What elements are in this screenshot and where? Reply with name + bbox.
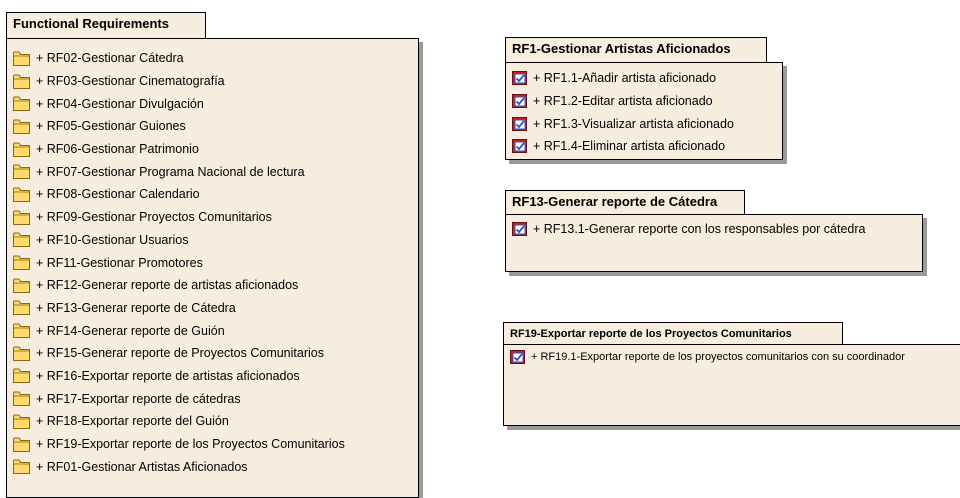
requirement-package-item-label: + RF04-Gestionar Divulgación (36, 96, 204, 111)
requirement-package-item-label: + RF08-Gestionar Calendario (36, 187, 200, 202)
folder-icon (13, 51, 30, 66)
folder-icon (13, 164, 30, 180)
requirement-package-item-label: + RF12-Generar reporte de artistas afici… (36, 278, 299, 293)
requirement-item[interactable]: + RF1.3-Visualizar artista aficionado (512, 112, 782, 135)
requirement-item[interactable]: + RF1.2-Editar artista aficionado (512, 90, 782, 113)
requirement-item-label: + RF1.4-Eliminar artista aficionado (533, 139, 726, 154)
package-item-list: + RF13.1-Generar reporte con los respons… (512, 218, 922, 241)
folder-icon (13, 232, 30, 248)
folder-icon (13, 391, 30, 407)
requirement-package-item-label: + RF19-Exportar reporte de los Proyectos… (36, 437, 345, 452)
folder-icon (13, 187, 30, 202)
folder-icon (13, 278, 30, 293)
folder-icon (13, 437, 30, 452)
rf13-package[interactable]: RF13-Generar reporte de Cátedra + RF13.1… (505, 190, 923, 272)
requirement-package-item[interactable]: + RF16-Exportar reporte de artistas afic… (13, 365, 418, 388)
requirement-package-item-label: + RF03-Gestionar Cinematografía (36, 74, 225, 89)
requirement-item-label: + RF19.1-Exportar reporte de los proyect… (531, 351, 905, 363)
folder-icon (13, 459, 30, 475)
requirement-package-item[interactable]: + RF11-Gestionar Promotores (13, 251, 418, 274)
requirement-package-item-label: + RF09-Gestionar Proyectos Comunitarios (36, 210, 272, 225)
requirement-package-item-label: + RF17-Exportar reporte de cátedras (36, 391, 241, 406)
package-title: Functional Requirements (6, 12, 206, 39)
package-item-list: + RF1.1-Añadir artista aficionado + RF1.2… (512, 67, 782, 158)
requirement-package-item[interactable]: + RF12-Generar reporte de artistas afici… (13, 274, 418, 297)
requirement-package-item[interactable]: + RF10-Gestionar Usuarios (13, 229, 418, 252)
requirement-icon (510, 350, 525, 364)
package-title: RF13-Generar reporte de Cátedra (505, 190, 745, 215)
folder-icon (13, 119, 30, 134)
package-item-list: + RF19.1-Exportar reporte de los proyect… (510, 347, 960, 367)
requirement-package-item[interactable]: + RF13-Generar reporte de Cátedra (13, 297, 418, 320)
requirement-item[interactable]: + RF19.1-Exportar reporte de los proyect… (510, 347, 960, 367)
requirement-item-label: + RF13.1-Generar reporte con los respons… (533, 222, 866, 237)
requirement-package-item[interactable]: + RF01-Gestionar Artistas Aficionados (13, 455, 418, 478)
requirement-package-item-label: + RF11-Gestionar Promotores (36, 255, 203, 270)
folder-icon (13, 414, 30, 429)
requirement-package-item-label: + RF02-Gestionar Cátedra (36, 51, 184, 66)
folder-icon (13, 142, 30, 157)
requirement-package-item-label: + RF06-Gestionar Patrimonio (36, 142, 199, 157)
package-body: + RF13.1-Generar reporte con los respons… (505, 214, 923, 272)
package-item-list: + RF02-Gestionar Cátedra + RF03-Gestionar… (13, 47, 418, 478)
requirement-package-item[interactable]: + RF08-Gestionar Calendario (13, 183, 418, 206)
requirement-icon (512, 222, 527, 237)
requirement-package-item[interactable]: + RF05-Gestionar Guiones (13, 115, 418, 138)
requirement-package-item[interactable]: + RF03-Gestionar Cinematografía (13, 70, 418, 93)
requirement-package-item-label: + RF16-Exportar reporte de artistas afic… (36, 368, 300, 383)
requirement-package-item-label: + RF15-Generar reporte de Proyectos Comu… (36, 346, 324, 361)
requirement-package-item[interactable]: + RF14-Generar reporte de Guión (13, 319, 418, 342)
folder-icon (13, 96, 30, 112)
requirement-icon (512, 139, 527, 154)
requirement-icon (512, 116, 527, 131)
requirement-package-item[interactable]: + RF18-Exportar reporte del Guión (13, 410, 418, 433)
folder-icon (13, 346, 30, 361)
requirement-item-label: + RF1.3-Visualizar artista aficionado (533, 116, 734, 131)
package-title: RF19-Exportar reporte de los Proyectos C… (503, 322, 843, 345)
requirement-package-item[interactable]: + RF15-Generar reporte de Proyectos Comu… (13, 342, 418, 365)
requirement-package-item[interactable]: + RF19-Exportar reporte de los Proyectos… (13, 433, 418, 456)
requirement-package-item-label: + RF13-Generar reporte de Cátedra (36, 300, 236, 315)
requirement-icon (512, 94, 527, 109)
requirement-package-item[interactable]: + RF06-Gestionar Patrimonio (13, 138, 418, 161)
package-body: + RF1.1-Añadir artista aficionado + RF1.2… (505, 62, 783, 160)
requirement-package-item[interactable]: + RF07-Gestionar Programa Nacional de le… (13, 160, 418, 183)
requirement-package-item-label: + RF10-Gestionar Usuarios (36, 232, 189, 247)
package-title: RF1-Gestionar Artistas Aficionados (505, 37, 767, 63)
rf1-package[interactable]: RF1-Gestionar Artistas Aficionados + RF1… (505, 37, 783, 160)
folder-icon (13, 323, 30, 339)
requirement-item-label: + RF1.2-Editar artista aficionado (533, 94, 713, 109)
requirement-item[interactable]: + RF1.4-Eliminar artista aficionado (512, 135, 782, 158)
requirement-package-item[interactable]: + RF02-Gestionar Cátedra (13, 47, 418, 70)
requirement-package-item-label: + RF07-Gestionar Programa Nacional de le… (36, 164, 305, 179)
requirement-package-item[interactable]: + RF09-Gestionar Proyectos Comunitarios (13, 206, 418, 229)
requirement-package-item-label: + RF01-Gestionar Artistas Aficionados (36, 459, 248, 474)
folder-icon (13, 210, 30, 225)
requirement-package-item-label: + RF14-Generar reporte de Guión (36, 323, 225, 338)
requirement-package-item-label: + RF05-Gestionar Guiones (36, 119, 186, 134)
requirement-package-item-label: + RF18-Exportar reporte del Guión (36, 414, 229, 429)
package-body: + RF19.1-Exportar reporte de los proyect… (503, 344, 960, 426)
requirement-item[interactable]: + RF1.1-Añadir artista aficionado (512, 67, 782, 90)
folder-icon (13, 300, 30, 316)
package-body: + RF02-Gestionar Cátedra + RF03-Gestionar… (6, 38, 419, 498)
folder-icon (13, 74, 30, 89)
folder-icon (13, 255, 30, 271)
requirement-package-item[interactable]: + RF17-Exportar reporte de cátedras (13, 387, 418, 410)
functional-requirements-package[interactable]: Functional Requirements + RF02-Gestionar… (6, 12, 419, 498)
requirement-icon (512, 71, 527, 86)
rf19-package[interactable]: RF19-Exportar reporte de los Proyectos C… (503, 322, 960, 426)
requirement-package-item[interactable]: + RF04-Gestionar Divulgación (13, 92, 418, 115)
folder-icon (13, 368, 30, 384)
requirement-item[interactable]: + RF13.1-Generar reporte con los respons… (512, 218, 922, 241)
requirement-item-label: + RF1.1-Añadir artista aficionado (533, 71, 717, 86)
